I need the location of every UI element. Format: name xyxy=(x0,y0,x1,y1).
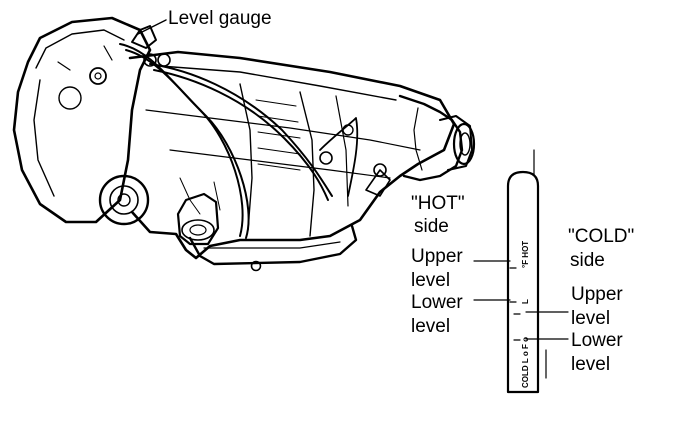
hot-lower-level-label-line2: level xyxy=(411,316,451,337)
cold-side-label-line2: side xyxy=(570,250,605,271)
cold-upper-level-label-line1: Upper xyxy=(571,284,623,305)
dipstick-hot-text: °F HOT xyxy=(521,241,530,268)
dipstick-markings: °F HOT L COLD L o F o xyxy=(521,241,530,388)
dipstick-cold-text: COLD L o F o xyxy=(521,337,530,388)
cold-lower-level-label-line2: level xyxy=(571,354,611,375)
hot-upper-level-label-line1: Upper xyxy=(411,246,463,267)
leader-lines xyxy=(473,260,569,340)
dipstick-hot-low-mark: L xyxy=(521,299,530,304)
hot-side-label-line2: side xyxy=(414,216,449,237)
hot-upper-level-label-line2: level xyxy=(411,270,451,291)
hot-lower-level-label-line1: Lower xyxy=(411,292,463,313)
oil-filter xyxy=(98,174,220,246)
level-gauge-label: Level gauge xyxy=(168,8,272,29)
oil-lines xyxy=(89,43,387,239)
extension-housing xyxy=(365,94,476,197)
cold-lower-level-label-line1: Lower xyxy=(571,330,623,351)
level-gauge-tube xyxy=(131,19,167,49)
hot-side-label-line1: "HOT" xyxy=(411,193,465,214)
oil-pan xyxy=(188,224,358,272)
transmission-case xyxy=(128,50,456,260)
cold-side-label-line1: "COLD" xyxy=(568,226,635,247)
cold-upper-level-label-line2: level xyxy=(571,308,611,329)
dipstick xyxy=(506,149,547,394)
bell-housing xyxy=(12,16,152,224)
